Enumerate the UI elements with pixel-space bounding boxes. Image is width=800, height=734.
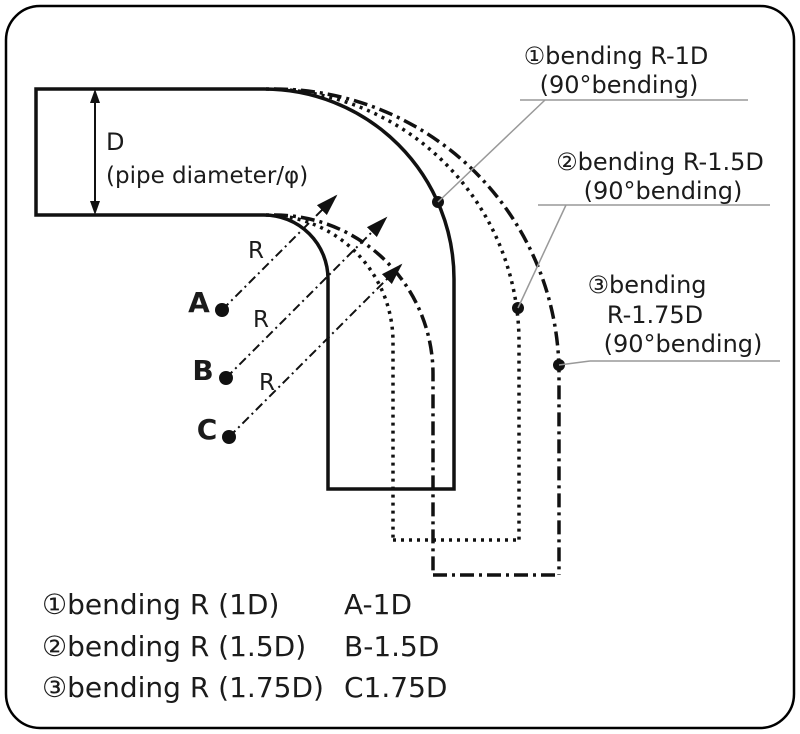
leader-line-r15d: [517, 204, 567, 309]
radius-arrow-a: [221, 194, 338, 311]
center-point-b: [219, 371, 233, 385]
callout-r1d-line1: ①bending R-1D: [524, 42, 709, 70]
point-c-label: C: [197, 413, 218, 446]
pipe-diameter-label: (pipe diameter/φ): [106, 163, 308, 189]
leader-line-r175d: [558, 360, 591, 366]
radius-arrow-c: [228, 263, 403, 438]
radius-label-3: R: [259, 370, 275, 396]
diameter-d-label: D: [106, 128, 124, 156]
point-b-label: B: [192, 354, 213, 387]
diameter-dimension-arrow: [90, 89, 100, 215]
radius-label-1: R: [248, 238, 264, 264]
center-point-a: [215, 303, 229, 317]
callout-r1d-line2: (90°bending): [540, 71, 699, 99]
radius-label-2: R: [253, 307, 269, 333]
callout-r175d-line1: ③bending: [587, 271, 706, 299]
legend-row-2-code: B-1.5D: [344, 630, 439, 663]
legend-row-1-label: ①bending R (1D): [42, 588, 279, 621]
diagram-border: [4, 4, 796, 730]
point-a-label: A: [188, 286, 210, 319]
pipe-dotted-r15d-inner: [265, 213, 395, 540]
legend-row-3-label: ③bending R (1.75D): [42, 671, 324, 704]
legend-row-1-code: A-1D: [344, 588, 412, 621]
pipe-dashdot-r175d-inner: [273, 213, 435, 575]
pipe-solid-r1d-outline: [34, 87, 456, 491]
legend-row-3-code: C1.75D: [344, 671, 447, 704]
leader-line-r1d: [437, 99, 546, 203]
legend: ①bending R (1D) A-1D ②bending R (1.5D) B…: [42, 588, 447, 704]
callout-r15d-line2: (90°bending): [584, 177, 743, 205]
callout-r15d-line1: ②bending R-1.5D: [556, 148, 764, 176]
callout-r175d-line3: (90°bending): [604, 330, 763, 358]
pipe-dashdot-r175d-outer: [273, 87, 561, 575]
callout-r175d-line2: R-1.75D: [607, 301, 703, 329]
legend-row-2-label: ②bending R (1.5D): [42, 630, 306, 663]
center-point-c: [222, 430, 236, 444]
